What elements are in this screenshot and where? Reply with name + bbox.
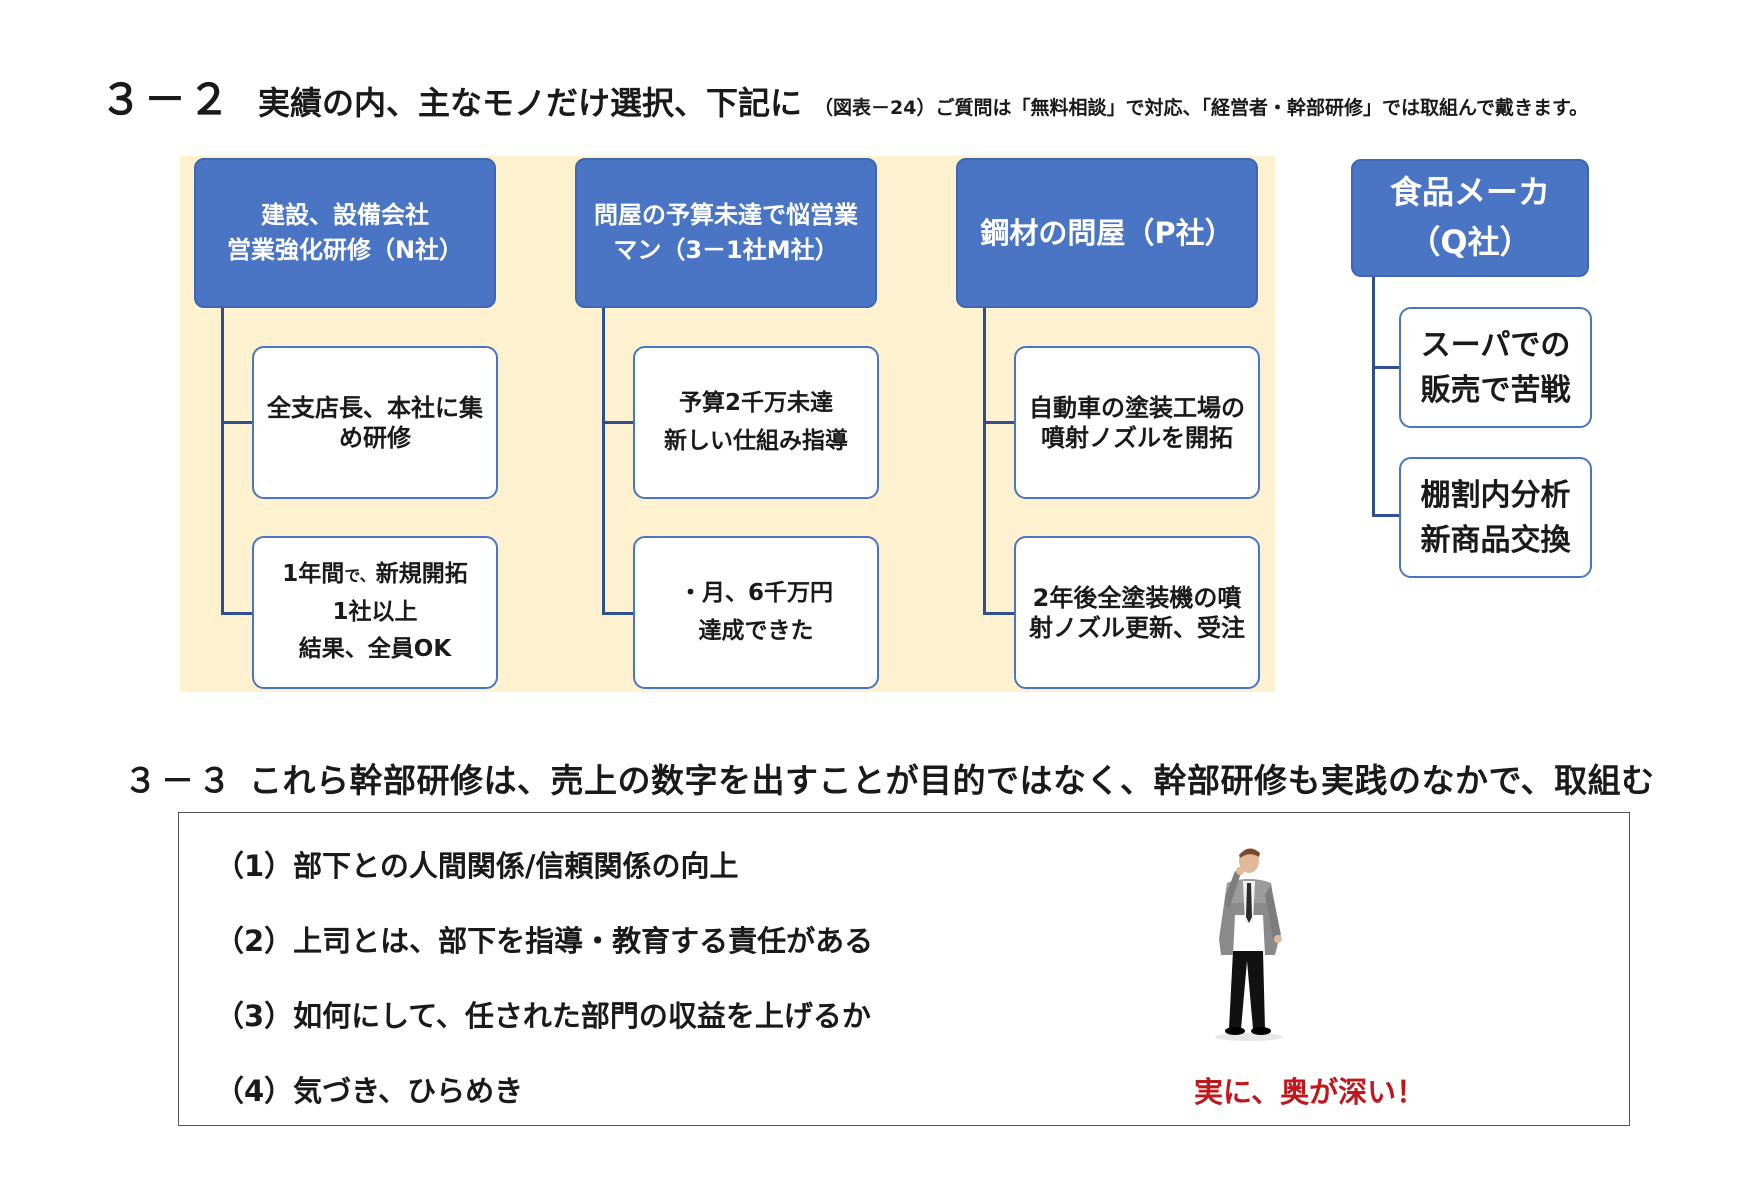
col3-connector-2 xyxy=(983,612,1017,615)
accent-message: 実に、奥が深い！ xyxy=(1194,1075,1426,1109)
principle-item-4: （4）気づき、ひらめき xyxy=(215,1074,524,1108)
col2-card-1: 予算2千万未達新しい仕組み指導 xyxy=(633,346,879,499)
col1-header: 建設、設備会社営業強化研修（N社） xyxy=(194,158,496,308)
section-title: 実績の内、主なモノだけ選択、下記に xyxy=(258,84,803,122)
col2-connector-1 xyxy=(602,421,636,424)
thinking-man-illustration xyxy=(1215,848,1283,1041)
col3-connector-vertical xyxy=(983,308,986,615)
col4-connector-vertical xyxy=(1372,277,1375,517)
col1-connector-vertical xyxy=(221,308,224,615)
col1-connector-2 xyxy=(221,612,255,615)
col4-card-2: 棚割内分析新商品交換 xyxy=(1399,457,1592,578)
section-number: ３－３ xyxy=(124,761,235,800)
col2-connector-vertical xyxy=(602,308,605,615)
col1-card-1: 全支店長、本社に集め研修 xyxy=(252,346,498,499)
section-number: ３－２ xyxy=(100,75,233,124)
section-note: （図表－24）ご質問は「無料相談」で対応、「経営者・幹部研修」では取組んで戴きま… xyxy=(814,97,1589,119)
principle-item-2: （2）上司とは、部下を指導・教育する責任がある xyxy=(215,924,874,958)
col4-connector-2 xyxy=(1372,514,1402,517)
principle-item-3: （3）如何にして、任された部門の収益を上げるか xyxy=(215,999,871,1033)
col4-connector-1 xyxy=(1372,366,1402,369)
col3-header: 鋼材の問屋（P社） xyxy=(956,158,1258,308)
col3-card-2: 2年後全塗装機の噴射ノズル更新、受注 xyxy=(1014,536,1260,689)
col3-card-1: 自動車の塗装工場の噴射ノズルを開拓 xyxy=(1014,346,1260,499)
col4-header: 食品メーカ（Q社） xyxy=(1351,159,1589,277)
col2-card-2: ・月、6千万円達成できた xyxy=(633,536,879,689)
col2-header: 問屋の予算未達で悩営業マン（3－1社M社） xyxy=(575,158,877,308)
col2-connector-2 xyxy=(602,612,636,615)
section-3-3-heading: ３－３ これら幹部研修は、売上の数字を出すことが目的ではなく、幹部研修も実践のなか… xyxy=(124,754,1655,802)
col4-card-1: スーパでの販売で苦戦 xyxy=(1399,307,1592,428)
section-title: これら幹部研修は、売上の数字を出すことが目的ではなく、幹部研修も実践のなかで、取… xyxy=(249,761,1655,800)
section-3-2-heading: ３－２ 実績の内、主なモノだけ選択、下記に （図表－24）ご質問は「無料相談」で… xyxy=(100,66,1589,124)
col3-connector-1 xyxy=(983,421,1017,424)
principles-box: （1）部下との人間関係/信頼関係の向上 （2）上司とは、部下を指導・教育する責任… xyxy=(178,812,1630,1126)
col1-connector-1 xyxy=(221,421,255,424)
col1-card-2: 1年間で、新規開拓 1社以上 結果、全員OK xyxy=(252,536,498,689)
principle-item-1: （1）部下との人間関係/信頼関係の向上 xyxy=(215,849,739,883)
